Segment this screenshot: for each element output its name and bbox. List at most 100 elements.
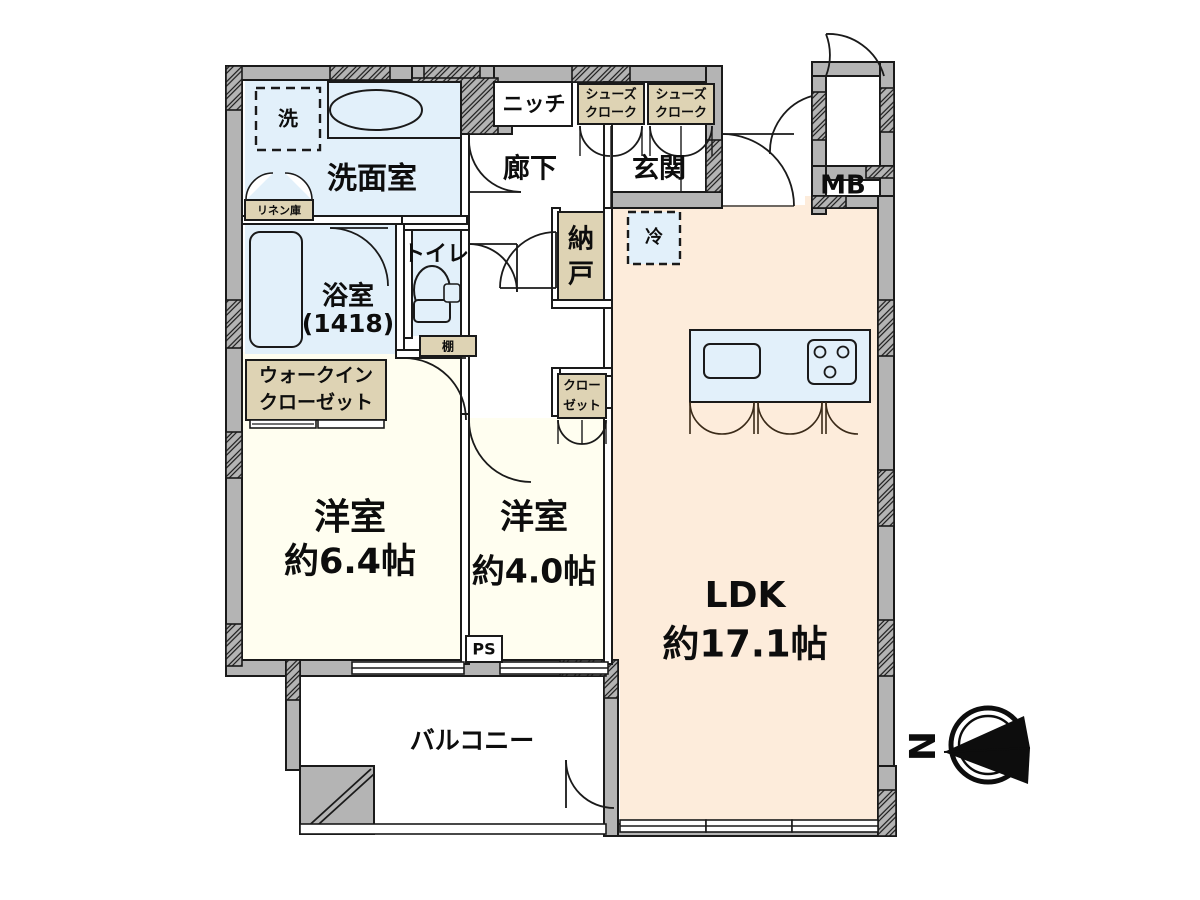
door-genkan (721, 133, 795, 207)
shoes-cloak-1 (577, 83, 645, 125)
door-vestibule-inner (769, 95, 813, 155)
ps-shaft: PS (465, 635, 503, 663)
hatch-vest-r (879, 87, 895, 133)
nando-label-1: 納 (568, 224, 594, 255)
room-b-fill (466, 415, 611, 662)
hatch-vest-l (811, 91, 827, 141)
niche: ニッチ (493, 81, 573, 127)
kitchen-sink (703, 343, 761, 379)
compass: N (903, 705, 1031, 785)
washer-pan (254, 86, 322, 152)
hatch-genkan-r (705, 139, 723, 193)
hatch-t1 (329, 65, 391, 81)
ps-box (465, 635, 503, 663)
door-room-a (403, 357, 467, 421)
hatch-r2 (877, 469, 895, 527)
kitchen-cabinet-doors (689, 401, 859, 435)
nando-box (557, 211, 605, 301)
washer-label: 洗 (278, 107, 298, 131)
windows (299, 661, 879, 835)
shoes-cloak-2-line2: クローク (655, 106, 707, 121)
niche-box (493, 81, 573, 127)
balcony-rail (299, 823, 607, 835)
room-labels: 洗面室 浴室 (1418) トイレ 廊下 玄関 洋室 約6.4帖 洋室 約4.0… (284, 153, 828, 756)
label-genkan: 玄関 (632, 153, 686, 185)
label-rouka: 廊下 (503, 153, 557, 185)
nando-label-2: 戸 (568, 260, 594, 290)
bathtub (249, 231, 303, 348)
label-room-a-1: 洋室 (314, 497, 386, 538)
wall-hatch-accents (225, 65, 897, 837)
hatch-tl (225, 65, 243, 111)
fridge-label: 冷 (645, 226, 663, 248)
shoes-cloak-2-line1: シューズ (655, 87, 706, 103)
label-room-b-2: 約4.0帖 (472, 552, 596, 591)
hatch-bal-l (285, 659, 301, 701)
hatch-r3 (877, 619, 895, 677)
part-nando-bottom (551, 299, 613, 309)
hatch-r1 (877, 299, 895, 357)
hatch-l3 (225, 431, 243, 479)
linen-cabinet (244, 199, 314, 221)
toilet-tank (413, 299, 451, 323)
niche-label: ニッチ (503, 92, 566, 116)
mb-label: MB (820, 171, 866, 201)
part-roomb-right (603, 407, 613, 665)
label-ldk-2: 約17.1帖 (662, 623, 827, 666)
label-balcony: バルコニー (410, 726, 535, 755)
wall-genkan-bottom (611, 191, 723, 209)
shoes-cloak-1-line2: クローク (585, 106, 637, 121)
door-vestibule (825, 33, 831, 77)
walkin-closet-line1: ウォークイン (259, 365, 373, 387)
door-vestibule-arc (825, 33, 885, 77)
part-senmen-right (460, 133, 470, 225)
hatch-l4 (225, 623, 243, 667)
closet-line2: ゼット (563, 398, 601, 413)
compass-needle-lower (944, 748, 1030, 784)
compass-needle-upper (944, 716, 1030, 752)
wall-left (225, 65, 243, 667)
storage-boxes: 納 戸 シューズ クローク シューズ クローク ウォークイン クローゼット クロ… (245, 83, 715, 421)
burner-1 (813, 345, 827, 359)
label-yokushitsu-2: (1418) (302, 309, 394, 338)
label-room-a-2: 約6.4帖 (284, 542, 416, 582)
closet-line1: クロー (563, 378, 601, 393)
ps-label: PS (472, 640, 495, 659)
door-bath (329, 227, 389, 287)
closet-box (557, 373, 607, 419)
door-balcony-ldk (565, 759, 615, 809)
burner-3 (823, 365, 837, 379)
label-yokushitsu-1: 浴室 (322, 281, 374, 312)
walkin-closet-line2: クローゼット (259, 391, 373, 414)
hatch-t3 (571, 65, 631, 83)
part-roomb-left (460, 413, 470, 665)
hatch-mb-r (865, 165, 895, 179)
shoes-cloak-1-line1: シューズ (585, 87, 636, 103)
linen-door-left (245, 172, 274, 201)
door-hall (499, 231, 557, 289)
hatch-l2 (225, 299, 243, 349)
kitchen: 冷 (626, 210, 871, 435)
ldk-fill (612, 196, 880, 830)
kitchen-cooktop (807, 339, 857, 385)
compass-axis (943, 747, 1031, 753)
compass-n-label: N (903, 731, 944, 761)
label-senmenshitsu: 洗面室 (327, 162, 417, 197)
part-toilet-top (403, 223, 470, 231)
fridge-space (626, 210, 682, 266)
label-room-b-1: 洋室 (500, 498, 568, 538)
part-bath-top (241, 215, 403, 225)
label-toilet: トイレ (403, 242, 469, 267)
shelf-label: 棚 (442, 339, 454, 354)
wet-fixtures: 洗 リネン庫 棚 (244, 81, 477, 357)
walkin-closet-doors (249, 419, 385, 429)
toilet-lid (443, 283, 461, 303)
shelf-tana (419, 335, 477, 357)
door-room-b (468, 419, 532, 483)
linen-door-right (284, 172, 313, 201)
walkin-closet-box (245, 359, 387, 421)
linen-label: リネン庫 (257, 203, 301, 217)
doors (329, 33, 885, 809)
